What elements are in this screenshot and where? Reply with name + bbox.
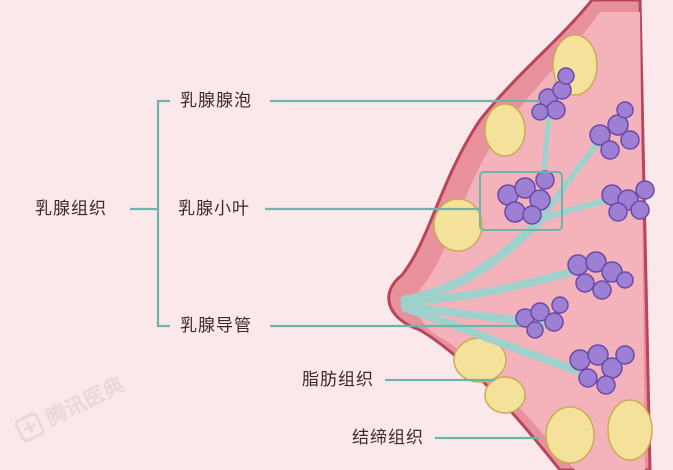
leader-lines [130,99,540,440]
label-connective-tissue: 结缔组织 [352,428,424,448]
medical-cross-icon [14,412,45,443]
lobule-highlight-box [479,171,563,231]
alveoli-clusters [497,67,655,395]
tissue-bracket [156,99,170,328]
label-alveoli: 乳腺腺泡 [180,91,252,111]
label-duct: 乳腺导管 [180,316,252,336]
label-breast-tissue: 乳腺组织 [35,199,107,219]
label-fat-tissue: 脂肪组织 [302,370,374,390]
watermark: 腾讯医典 [11,369,128,447]
label-lobule: 乳腺小叶 [178,199,250,219]
fat-tissue [433,34,653,464]
